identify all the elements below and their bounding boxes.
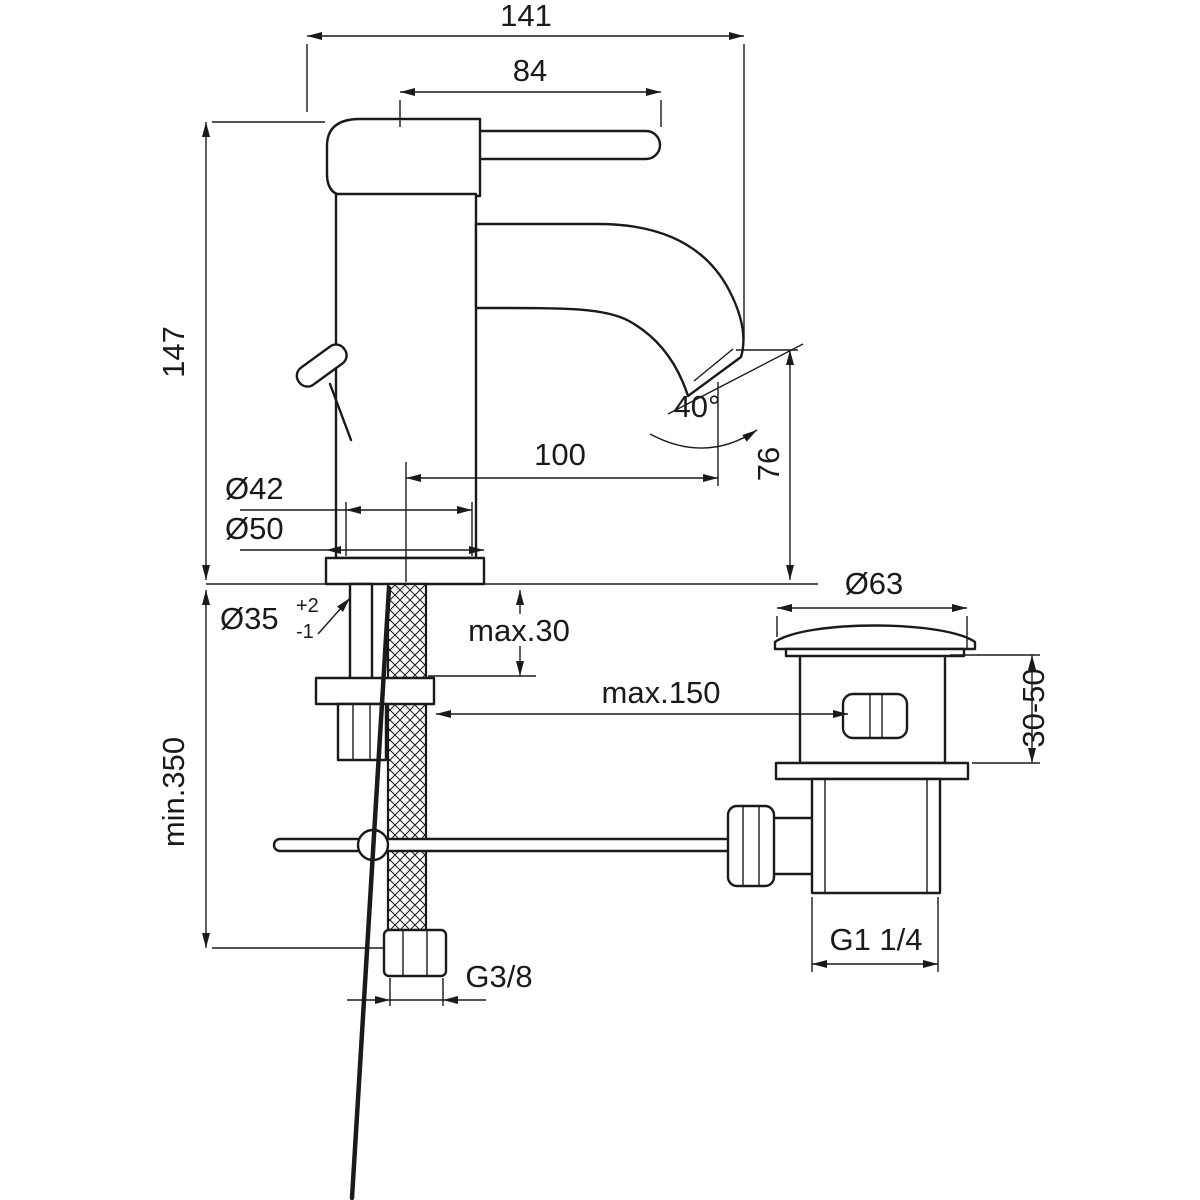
dim-waste-thread-g114 <box>811 897 939 972</box>
deck-thickness-label: max.30 <box>468 613 570 648</box>
waste-flange <box>774 761 970 781</box>
overall-width-label: 141 <box>500 0 552 33</box>
spout-tip-edge <box>693 348 734 382</box>
handle-length-label: 84 <box>513 53 547 88</box>
waste-flange-diameter-label: Ø63 <box>845 566 904 601</box>
popup-pull-rod <box>349 585 392 1200</box>
popup-horizontal-rod <box>272 837 740 853</box>
spout-angle-label: 40° <box>674 389 721 424</box>
dim-body-height-147 <box>202 121 325 580</box>
dim-supply-thread-g38 <box>347 978 486 1006</box>
faucet-pullrod-upper <box>328 382 353 442</box>
waste-lever-slot <box>841 692 909 740</box>
dim-overall-width-141 <box>306 32 745 340</box>
waste-distance-label: max.150 <box>602 675 721 710</box>
hose-length-label: min.350 <box>156 737 191 847</box>
dim-waste-height-range-30-50 <box>950 654 1040 764</box>
hole-tolerance-minus-label: -1 <box>296 621 314 643</box>
dim-spout-angle-40 <box>649 343 804 449</box>
spout-reach-label: 100 <box>534 437 586 472</box>
dim-deck-thickness-max30 <box>428 590 536 677</box>
spout-height-label: 76 <box>751 447 786 481</box>
faucet-handle-cap <box>325 117 482 198</box>
waste-plug-lip <box>784 647 966 658</box>
hose-connection-nut <box>382 928 448 978</box>
body-diameter-label: Ø42 <box>225 471 284 506</box>
waste-tailpiece <box>810 777 942 895</box>
supply-hose <box>386 582 428 932</box>
base-diameter-label: Ø50 <box>225 511 284 546</box>
hole-tolerance-plus-label: +2 <box>296 595 319 617</box>
dim-body-diameter-42 <box>240 502 473 556</box>
faucet-spout <box>474 222 745 398</box>
hole-diameter-label: Ø35 <box>220 601 279 636</box>
mounting-plate <box>314 676 436 706</box>
waste-side-port-pipe <box>770 816 816 876</box>
dim-hole-diameter-35-leader <box>317 597 351 635</box>
body-height-label: 147 <box>156 326 191 378</box>
dim-spout-height-76 <box>736 349 798 580</box>
waste-plug-dome <box>773 624 977 651</box>
waste-height-range-label: 30-50 <box>1016 668 1051 747</box>
faucet-pullrod-knob <box>295 343 348 388</box>
waste-thread-label: G1 1/4 <box>829 922 922 957</box>
faucet-drawing <box>295 117 745 586</box>
mounting-parts-drawing <box>272 582 740 1200</box>
dim-hose-length-min350 <box>202 590 384 949</box>
waste-assembly-drawing <box>726 624 977 895</box>
supply-thread-label: G3/8 <box>465 959 532 994</box>
faucet-base <box>324 556 486 586</box>
dim-waste-flange-diameter-63 <box>776 604 968 650</box>
waste-side-port-nut <box>726 804 776 888</box>
dim-spout-reach-100 <box>405 382 719 582</box>
dim-handle-length-84 <box>399 88 662 127</box>
